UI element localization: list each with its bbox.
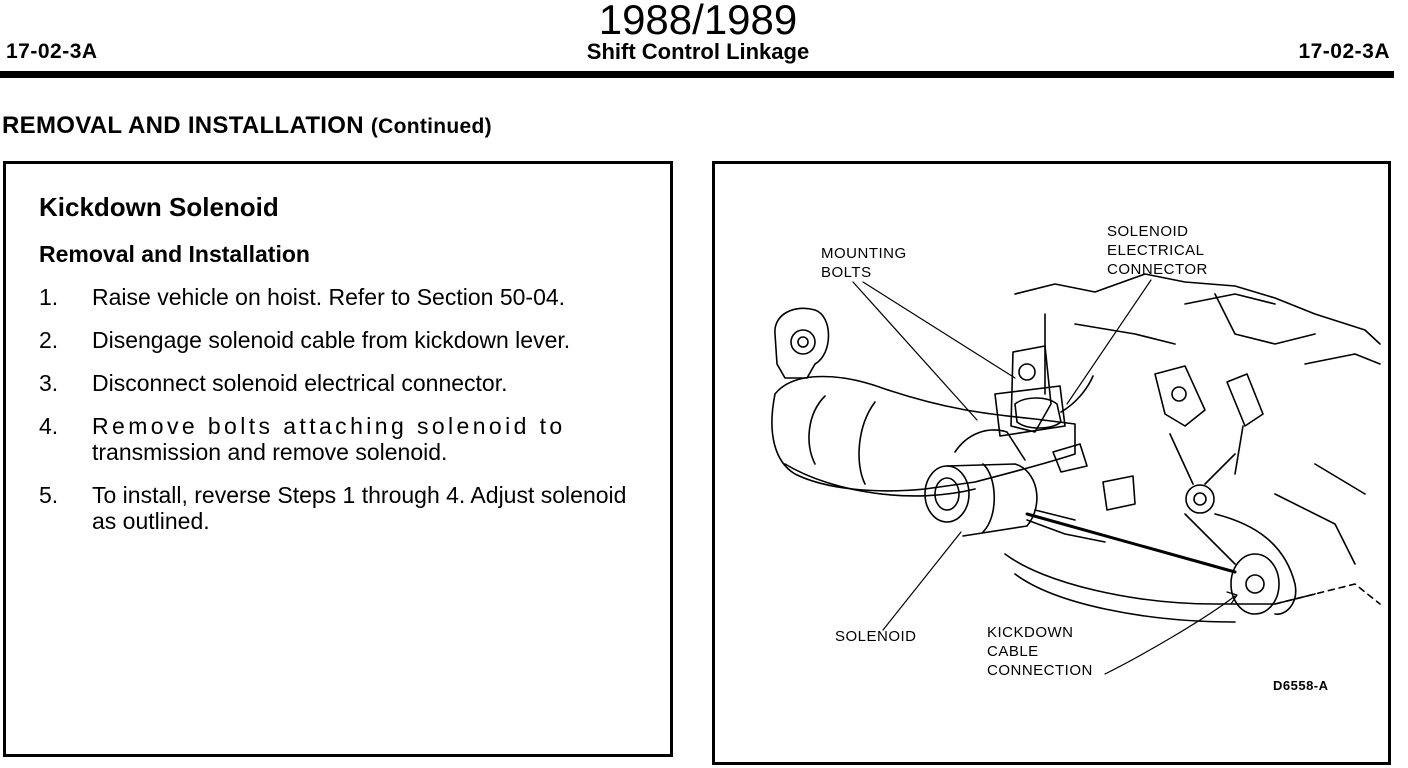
step-number: 4. — [39, 413, 59, 439]
figure-box: MOUNTING BOLTS SOLENOID ELECTRICAL CONNE… — [712, 161, 1391, 765]
procedure-step: 2. Disengage solenoid cable from kickdow… — [39, 327, 651, 353]
mounting-bolts-label: MOUNTING BOLTS — [821, 245, 907, 281]
procedure-steps: 1. Raise vehicle on hoist. Refer to Sect… — [39, 284, 651, 551]
section-title-text: REMOVAL AND INSTALLATION — [2, 112, 364, 139]
header-title: Shift Control Linkage — [586, 39, 810, 64]
header-rule — [0, 71, 1394, 78]
step-text: To install, reverse Steps 1 through 4. A… — [92, 482, 627, 534]
oil-pan — [1004, 553, 1316, 605]
solenoid-endcap-inner — [934, 477, 960, 511]
electrical-connector-label: SOLENOID ELECTRICAL CONNECTOR — [1107, 223, 1208, 278]
solenoid-mount-strap — [954, 429, 1026, 461]
cable-connection-arrow — [1226, 591, 1238, 605]
kickdown-lever — [1169, 433, 1236, 565]
step-number: 3. — [39, 370, 59, 396]
left-mount-bushing-inner — [797, 336, 809, 348]
modulator-canister — [1226, 373, 1264, 427]
step-text: Disengage solenoid cable from kickdown l… — [92, 327, 571, 353]
solenoid-cylinder-band — [982, 463, 996, 533]
step-number: 5. — [39, 482, 59, 508]
right-bracket — [1154, 365, 1206, 427]
kickdown-cable — [1025, 512, 1237, 574]
lever-link — [1214, 513, 1297, 615]
engine-block-detail — [1184, 293, 1316, 345]
section-title-continued: (Continued) — [370, 115, 492, 138]
solenoid-label: SOLENOID — [835, 628, 917, 645]
step-text-line-1: Remove bolts attaching solenoid to — [92, 413, 566, 439]
header-years: 1988/1989 — [598, 0, 798, 43]
procedure-step: 3. Disconnect solenoid electrical connec… — [39, 370, 651, 396]
transmission-case-outline — [771, 375, 1076, 492]
left-mount-bushing — [790, 329, 816, 355]
step-text: Disconnect solenoid electrical connector… — [92, 370, 508, 396]
transmission-case-ridge — [784, 463, 976, 497]
electrical-connector-body — [1014, 397, 1062, 429]
figure-id: D6558-A — [1273, 678, 1329, 693]
transmission-case-rib — [858, 401, 876, 485]
oil-pan-dashed-edge — [1274, 583, 1381, 605]
procedure-heading: Kickdown Solenoid — [39, 192, 279, 222]
bracket-plate — [994, 385, 1066, 437]
filler-cap — [1102, 475, 1136, 511]
kickdown-solenoid-illustration — [771, 273, 1381, 675]
modulator-tube — [1234, 425, 1244, 475]
electrical-connector-leader — [1066, 279, 1152, 405]
kickdown-cable-end — [1230, 553, 1280, 615]
procedure-box: Kickdown Solenoid Removal and Installati… — [3, 161, 673, 757]
electrical-connector-wire — [1060, 375, 1094, 413]
kickdown-lever-pivot-inner — [1193, 492, 1207, 506]
electrical-connector-plug — [1052, 443, 1088, 473]
step-number: 2. — [39, 327, 59, 353]
step-number: 1. — [39, 284, 59, 310]
kickdown-lever-pivot — [1185, 484, 1215, 514]
kickdown-cable-end-inner — [1245, 574, 1265, 594]
engine-block-outline — [1044, 313, 1176, 395]
mounting-bolts-leader — [852, 281, 1016, 421]
engine-block-detail — [1304, 353, 1381, 365]
engine-block-outline — [1014, 273, 1381, 345]
step-text: Raise vehicle on hoist. Refer to Section… — [92, 284, 566, 310]
oil-pan — [1014, 573, 1236, 623]
transmission-case-rib — [808, 395, 826, 465]
kickdown-cable-housing — [1026, 509, 1106, 543]
solenoid-leader — [882, 531, 962, 631]
left-mount-drawing — [774, 307, 830, 379]
crossmember — [1274, 463, 1366, 565]
bracket-bolt-upper — [1018, 363, 1036, 381]
header-code-left: 17-02-3A — [6, 40, 98, 63]
cable-connection-label: KICKDOWN CABLE CONNECTION — [987, 624, 1093, 679]
solenoid-cylinder — [946, 463, 1038, 537]
cable-connection-leader — [1104, 595, 1236, 675]
section-title: REMOVAL AND INSTALLATION (Continued) — [2, 112, 492, 140]
right-bracket-hole — [1171, 386, 1187, 402]
solenoid-bracket — [1010, 345, 1052, 433]
procedure-subheading: Removal and Installation — [39, 241, 310, 267]
procedure-step: 5. To install, reverse Steps 1 through 4… — [39, 482, 651, 534]
header-code-right: 17-02-3A — [1298, 40, 1390, 63]
procedure-step: 1. Raise vehicle on hoist. Refer to Sect… — [39, 284, 651, 310]
step-text-line-2: transmission and remove solenoid. — [92, 439, 448, 465]
